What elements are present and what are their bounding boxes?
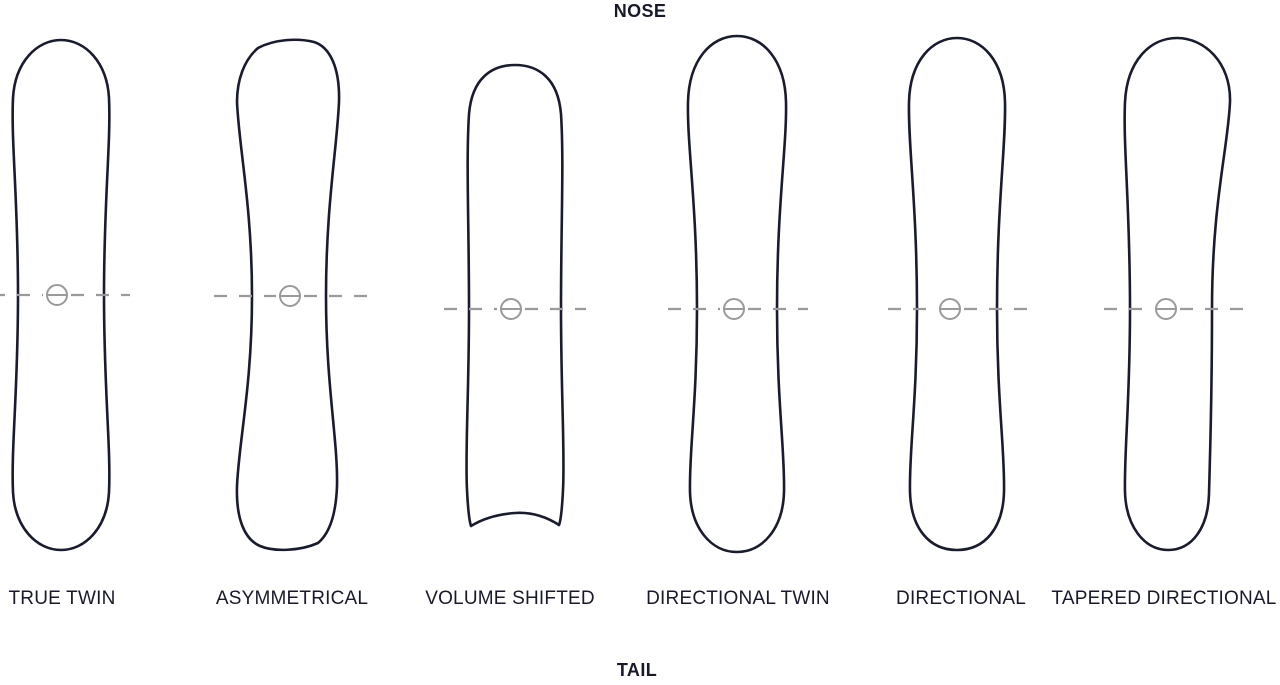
board-asymmetrical <box>214 36 368 556</box>
board-true-twin-drawing <box>0 38 130 552</box>
board-label-true-twin: TRUE TWIN <box>8 588 116 609</box>
board-outline <box>1123 36 1232 552</box>
tail-label: TAIL <box>616 660 658 680</box>
board-label-directional: DIRECTIONAL <box>896 588 1026 609</box>
board-outline <box>235 38 341 552</box>
board-volume-shifted-drawing <box>444 63 586 528</box>
center-marker-icon <box>668 298 808 320</box>
board-directional-drawing <box>888 36 1028 552</box>
center-marker-icon <box>888 298 1028 320</box>
board-tapered-directional <box>1104 36 1244 552</box>
board-volume-shifted <box>444 62 586 530</box>
board-directional-twin-drawing <box>668 34 808 554</box>
nose-label: NOSE <box>613 1 667 21</box>
center-marker-icon <box>0 284 130 306</box>
board-true-twin <box>0 38 130 552</box>
board-asymmetrical-drawing <box>214 38 368 552</box>
board-outline <box>907 36 1007 552</box>
center-marker-icon <box>214 285 368 307</box>
board-outline <box>686 34 788 554</box>
center-marker-icon <box>444 298 586 320</box>
board-label-volume-shifted: VOLUME SHIFTED <box>425 588 595 609</box>
board-label-directional-twin: DIRECTIONAL TWIN <box>646 588 830 609</box>
board-directional <box>888 36 1028 552</box>
board-outline <box>11 38 111 552</box>
board-label-tapered-directional: TAPERED DIRECTIONAL <box>1051 588 1277 609</box>
board-label-asymmetrical: ASYMMETRICAL <box>215 588 369 609</box>
center-marker-icon <box>1104 298 1244 320</box>
board-directional-twin <box>668 34 808 554</box>
board-tapered-directional-drawing <box>1104 36 1244 552</box>
board-outline <box>465 63 565 528</box>
